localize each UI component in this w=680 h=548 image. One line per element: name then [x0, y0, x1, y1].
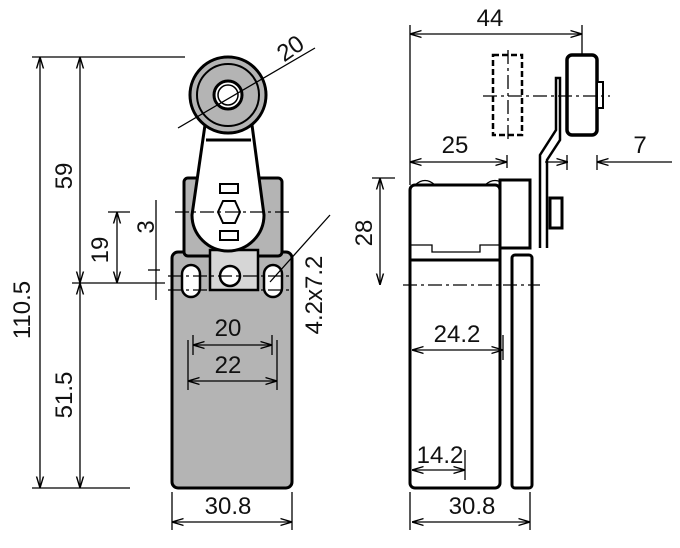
mounting-plate	[510, 253, 534, 490]
dim-small-depth: 14.2	[417, 442, 464, 469]
dim-mount-to-bottom: 51.5	[51, 372, 78, 419]
front-view: 110.5 59 51.5 19 3 20 4.2x7.2 20 22 30.8	[9, 30, 331, 530]
dim-lever-pivot: 19	[87, 237, 114, 264]
roller-side	[565, 53, 599, 137]
dim-hole-spacing-min: 20	[215, 315, 242, 342]
lever-nut	[548, 196, 564, 230]
dim-overall-depth: 44	[477, 5, 504, 32]
dim-overall-height: 110.5	[9, 281, 36, 339]
dim-head-height: 28	[351, 220, 378, 247]
dim-slot-size: 4.2x7.2	[301, 256, 328, 335]
dim-roller-to-mount: 59	[51, 163, 78, 190]
dim-body-to-roller: 25	[442, 132, 469, 159]
side-view: 44 25 7 28 24.2 14.2 30.8	[351, 5, 672, 530]
mount-slot-right	[262, 263, 284, 299]
dim-body-depth: 24.2	[434, 321, 481, 348]
dim-roller-diameter: 20	[272, 30, 309, 67]
dim-slot-offset: 3	[133, 220, 160, 233]
lever-bracket	[498, 178, 532, 250]
dim-roller-width: 7	[633, 132, 646, 159]
dim-front-width: 30.8	[205, 493, 252, 520]
dim-side-width: 30.8	[449, 493, 496, 520]
dim-hole-spacing-max: 22	[215, 352, 242, 379]
lever-arm-side	[538, 76, 562, 248]
mount-slot-left	[180, 263, 202, 299]
